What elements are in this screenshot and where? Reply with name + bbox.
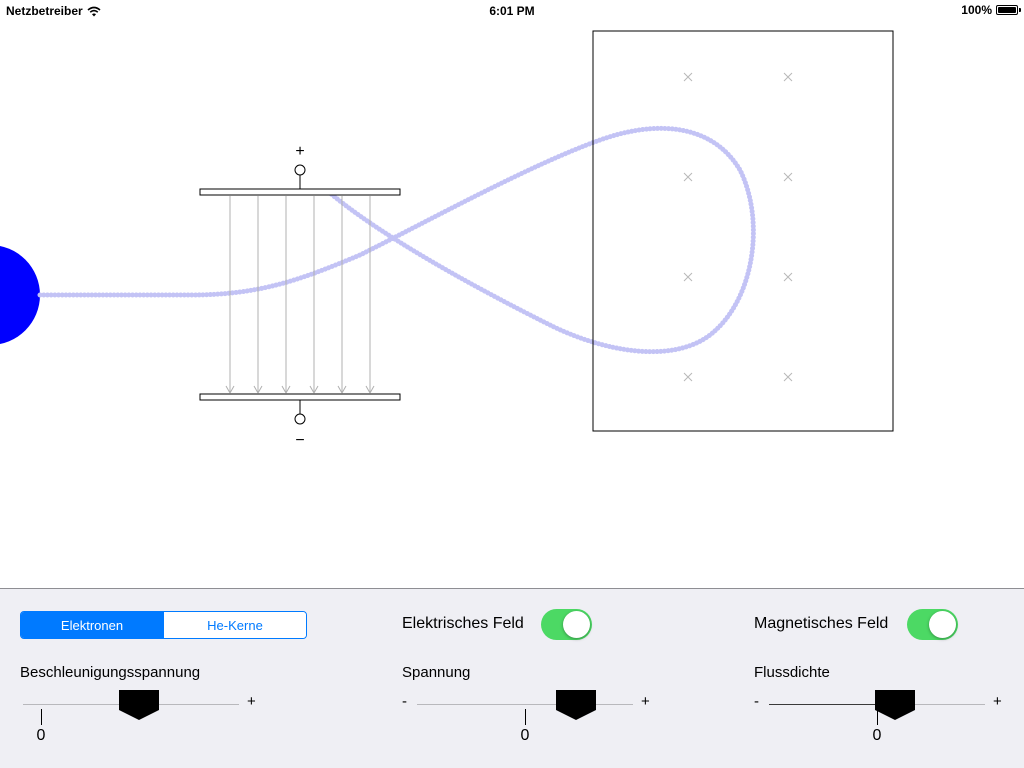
capacitor-top-plate: [199, 188, 401, 196]
capacitor-minus-symbol: −: [295, 432, 304, 449]
voltage-zero: 0: [520, 727, 530, 744]
magnetic-field-region: [592, 30, 894, 432]
particle-type-selector[interactable]: Elektronen He-Kerne: [20, 611, 307, 639]
voltage-thumb[interactable]: [556, 690, 596, 720]
segment-helium-nuclei[interactable]: He-Kerne: [163, 612, 306, 638]
electric-field-label: Elektrisches Feld: [402, 615, 524, 632]
status-bar: Netzbetreiber 6:01 PM 100%: [0, 0, 1024, 22]
capacitor: + −: [199, 143, 401, 449]
flux-density-minus: -: [754, 693, 759, 710]
acceleration-voltage-thumb[interactable]: [119, 690, 159, 720]
acceleration-voltage-zero-tick: [41, 709, 42, 725]
segment-electrons[interactable]: Elektronen: [21, 612, 163, 638]
particle-source: [0, 246, 40, 344]
voltage-zero-tick: [525, 709, 526, 725]
flux-density-slider[interactable]: - + 0: [752, 683, 1012, 744]
capacitor-bottom-plate: [199, 393, 401, 401]
battery-icon: [996, 5, 1021, 15]
battery-percent: 100%: [961, 3, 992, 17]
electric-field-switch[interactable]: [541, 609, 592, 640]
magnetic-field-label: Magnetisches Feld: [754, 615, 889, 632]
acceleration-voltage-slider[interactable]: + 0: [20, 683, 270, 744]
magnetic-field-switch[interactable]: [907, 609, 958, 640]
voltage-slider[interactable]: - + 0: [400, 683, 660, 744]
flux-density-zero-tick: [877, 709, 878, 725]
status-time: 6:01 PM: [489, 4, 535, 18]
flux-density-zero: 0: [872, 727, 882, 744]
acceleration-voltage-zero: 0: [36, 727, 46, 744]
control-panel: Elektronen He-Kerne Elektrisches Feld Ma…: [0, 588, 1024, 768]
wifi-icon: [87, 6, 101, 16]
flux-density-label: Flussdichte: [754, 664, 830, 681]
carrier-name: Netzbetreiber: [6, 4, 83, 18]
flux-density-thumb[interactable]: [875, 690, 915, 720]
electric-field-lines: [225, 196, 375, 395]
capacitor-plus-symbol: +: [295, 143, 304, 160]
acceleration-voltage-label: Beschleunigungsspannung: [20, 664, 201, 681]
voltage-minus: -: [402, 693, 407, 710]
simulation-canvas: + −: [0, 30, 894, 449]
acceleration-voltage-plus: +: [247, 693, 256, 710]
voltage-label: Spannung: [402, 664, 471, 681]
capacitor-top-terminal: [294, 164, 306, 176]
capacitor-bottom-terminal: [294, 413, 306, 425]
status-battery: 100%: [961, 3, 1021, 17]
voltage-plus: +: [641, 693, 650, 710]
flux-density-plus: +: [993, 693, 1002, 710]
magnetic-field-crosses: [683, 72, 793, 382]
status-carrier: Netzbetreiber: [6, 4, 101, 18]
